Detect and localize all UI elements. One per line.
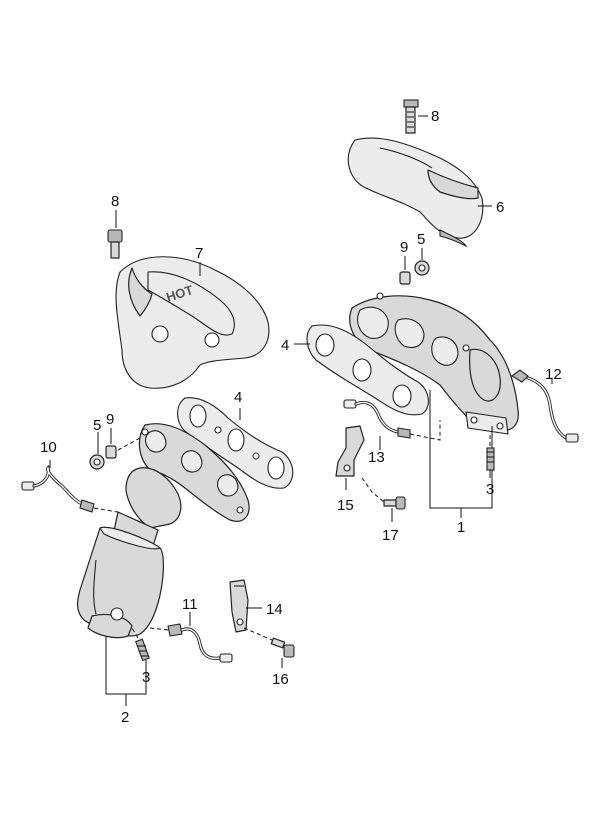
bracket-left-part-14 — [229, 579, 249, 633]
oxygen-sensor-left-part-10 — [21, 464, 95, 513]
heat-shield-left-part-7: HOT — [115, 256, 270, 389]
callout-14: 14 — [266, 601, 283, 618]
washer-left-part-5 — [89, 454, 105, 470]
callout-5-right: 5 — [417, 231, 425, 248]
callout-4-right: 4 — [281, 337, 289, 354]
gasket-right-part-4 — [306, 324, 429, 416]
nut-right-part-9 — [399, 271, 411, 285]
callout-10: 10 — [40, 439, 57, 456]
stud-left-part-3 — [135, 638, 150, 662]
callout-6: 6 — [496, 199, 504, 216]
oxygen-sensor-right-part-12 — [511, 369, 579, 443]
dash-17 — [361, 477, 385, 503]
dash-9-left — [117, 437, 141, 451]
stud-right-part-3 — [486, 447, 495, 471]
dash-11 — [149, 627, 169, 631]
bolt-right-part-17 — [383, 496, 406, 510]
dash-3-left — [131, 627, 139, 639]
callout-16: 16 — [272, 671, 289, 688]
nut-left-part-9 — [105, 445, 117, 459]
callout-8-left: 8 — [111, 193, 119, 210]
dash-16 — [243, 627, 273, 641]
washer-right-part-5 — [414, 260, 430, 276]
callout-1: 1 — [457, 519, 465, 536]
heat-shield-right-part-6 — [347, 137, 484, 248]
callout-15: 15 — [337, 497, 354, 514]
callout-3-right: 3 — [486, 481, 494, 498]
callout-13: 13 — [368, 449, 385, 466]
callout-3-left: 3 — [142, 669, 150, 686]
exhaust-manifold-left-part-2 — [76, 423, 250, 639]
bolt-left-part-16 — [270, 637, 295, 658]
callout-5-left: 5 — [93, 417, 101, 434]
callout-7: 7 — [195, 245, 203, 262]
callout-9-left: 9 — [106, 411, 114, 428]
oxygen-sensor-left-part-11 — [167, 623, 233, 663]
callout-2: 2 — [121, 709, 129, 726]
bolt-right-part-8 — [403, 99, 419, 134]
exhaust-manifold-right-part-1 — [349, 292, 519, 435]
dash-13-to-manifold — [409, 420, 441, 441]
dash-10 — [93, 507, 119, 513]
bolt-left-part-8 — [107, 229, 123, 259]
oxygen-sensor-right-part-13 — [343, 399, 411, 439]
bracket-right-part-15 — [335, 425, 365, 477]
callout-11: 11 — [182, 596, 198, 613]
callout-12: 12 — [545, 366, 562, 383]
callout-4-left: 4 — [234, 389, 242, 406]
callout-17: 17 — [382, 527, 399, 544]
callout-8-right: 8 — [431, 108, 439, 125]
gasket-left-part-4 — [177, 397, 294, 489]
callout-9-right: 9 — [400, 239, 408, 256]
